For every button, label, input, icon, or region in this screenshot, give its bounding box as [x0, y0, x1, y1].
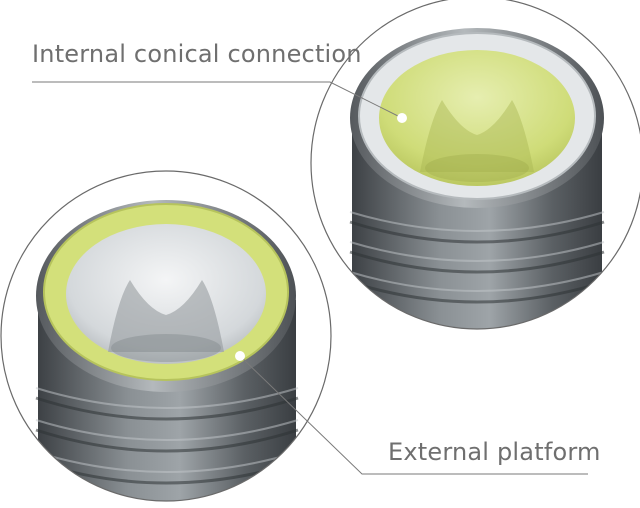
callout-dot-external	[235, 351, 245, 361]
callout-dot-internal	[397, 113, 407, 123]
label-internal-conical-connection: Internal conical connection	[32, 40, 362, 68]
zoom-circle-left	[0, 170, 332, 502]
leader-line-internal	[32, 81, 407, 123]
implant-left	[35, 200, 299, 501]
leader-line-external	[235, 351, 588, 475]
zoom-circle-right	[310, 0, 640, 330]
implant-right	[349, 28, 605, 329]
label-external-platform: External platform	[388, 438, 601, 466]
